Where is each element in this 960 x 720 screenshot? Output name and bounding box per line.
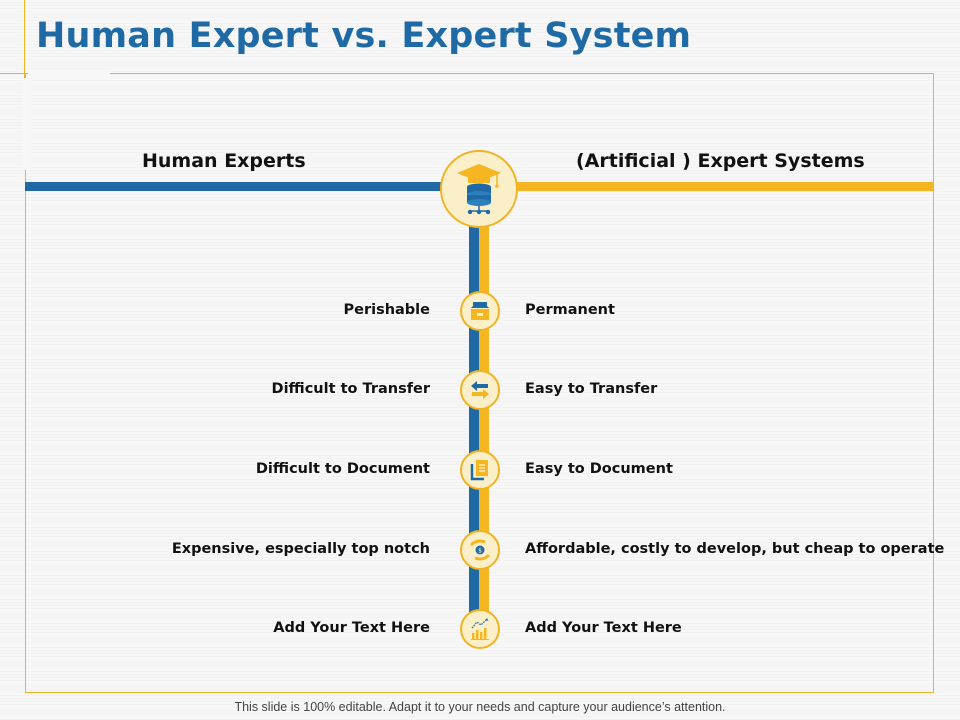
expert-system-trait-1: Permanent bbox=[525, 302, 615, 318]
document-icon bbox=[460, 450, 500, 490]
left-header-bar bbox=[25, 182, 445, 191]
footer-note: This slide is 100% editable. Adapt it to… bbox=[234, 700, 726, 714]
expert-system-trait-3: Easy to Document bbox=[525, 461, 673, 477]
left-column-heading: Human Experts bbox=[142, 150, 306, 172]
center-line-yellow bbox=[479, 225, 489, 625]
right-header-bar bbox=[515, 182, 934, 191]
expert-system-trait-2: Easy to Transfer bbox=[525, 381, 658, 397]
transfer-arrows-icon bbox=[460, 370, 500, 410]
human-expert-trait-4: Expensive, especially top notch bbox=[171, 541, 430, 557]
center-line-blue bbox=[469, 225, 479, 625]
right-column-heading: (Artificial ) Expert Systems bbox=[576, 150, 865, 172]
storage-box-icon bbox=[460, 291, 500, 331]
svg-text:$: $ bbox=[478, 548, 482, 555]
page-title: Human Expert vs. Expert System bbox=[36, 16, 692, 56]
human-expert-trait-3: Difficult to Document bbox=[255, 461, 430, 477]
money-hands-icon: $ bbox=[460, 530, 500, 570]
corner-accent-vertical bbox=[24, 0, 25, 140]
human-expert-trait-5: Add Your Text Here bbox=[273, 620, 430, 636]
expert-system-trait-5: Add Your Text Here bbox=[525, 620, 682, 636]
growth-chart-icon bbox=[460, 609, 500, 649]
human-expert-trait-1: Perishable bbox=[343, 302, 430, 318]
expert-system-trait-4: Affordable, costly to develop, but cheap… bbox=[525, 541, 945, 557]
content-frame bbox=[25, 73, 934, 693]
graduation-cap-database-icon bbox=[440, 150, 518, 228]
human-expert-trait-2: Difficult to Transfer bbox=[271, 381, 430, 397]
